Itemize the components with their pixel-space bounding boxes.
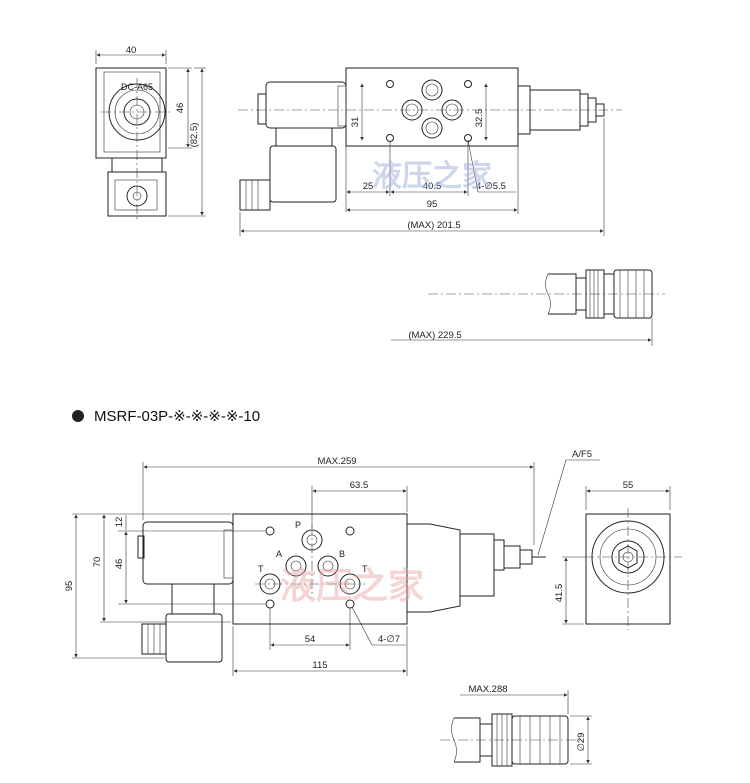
dim-top-40-5: 40.5 [423,181,442,192]
dim-top-32-5: 32.5 [474,109,485,128]
port-t-right: T [362,564,368,574]
bottom-side-view: 55 41.5 [554,480,682,630]
dim-ext-bottom-max: MAX.288 [468,684,507,695]
watermark-top: 液压之家 [372,159,492,194]
dim-side-55: 55 [623,480,634,491]
bottom-front-view: P A B T T MAX.259 63.5 A/F5 95 70 46 12 [64,449,600,676]
dim-top-31: 31 [350,117,361,128]
dim-top-46: 46 [175,103,186,114]
watermark-text-bottom: 液压之家 [280,565,424,607]
top-side-view: DC-A65 40 46 (82.5) [95,45,206,222]
dim-bottom-holes: 4-∅7 [378,634,400,645]
dim-top-25: 25 [363,181,374,192]
dim-bottom-70: 70 [92,557,103,568]
dim-top-holes: 4-∅5.5 [476,181,506,192]
dim-bottom-115: 115 [312,660,327,671]
dim-bottom-max: MAX.259 [317,456,356,467]
model-title: MSRF-03P-※-※-※-※-10 [94,408,260,425]
dim-ext-dia: ∅29 [576,733,587,752]
dim-bottom-46: 46 [114,559,125,570]
port-t-left: T [258,564,264,574]
dim-bottom-af: A/F5 [572,449,592,460]
port-p: P [295,520,301,530]
dim-bottom-95: 95 [64,581,75,592]
bottom-extension-view: MAX.288 ∅29 [440,684,592,767]
coil-label: DC-A65 [121,82,153,92]
dim-bottom-12: 12 [114,517,125,528]
top-extension-view: (MAX) 229.5 [391,269,665,346]
dim-top-max: (MAX) 201.5 [407,220,460,231]
dim-ext-max: (MAX) 229.5 [408,330,461,341]
port-b: B [339,549,345,559]
model-heading: MSRF-03P-※-※-※-※-10 [72,408,260,425]
dim-top-82-5: (82.5) [189,123,200,148]
dim-bottom-54: 54 [305,634,316,645]
dim-top-width: 40 [126,45,137,56]
bullet-icon [72,410,84,422]
watermark-bottom: 液压之家 [280,565,424,607]
dim-bottom-63-5: 63.5 [350,480,369,491]
watermark-text-top: 液压之家 [372,159,492,194]
dim-side-41-5: 41.5 [554,584,565,603]
dim-top-95: 95 [427,199,438,210]
port-a: A [276,549,282,559]
top-front-view: 31 32.5 25 40.5 4-∅5.5 95 (MAX) 201.5 [238,67,622,236]
